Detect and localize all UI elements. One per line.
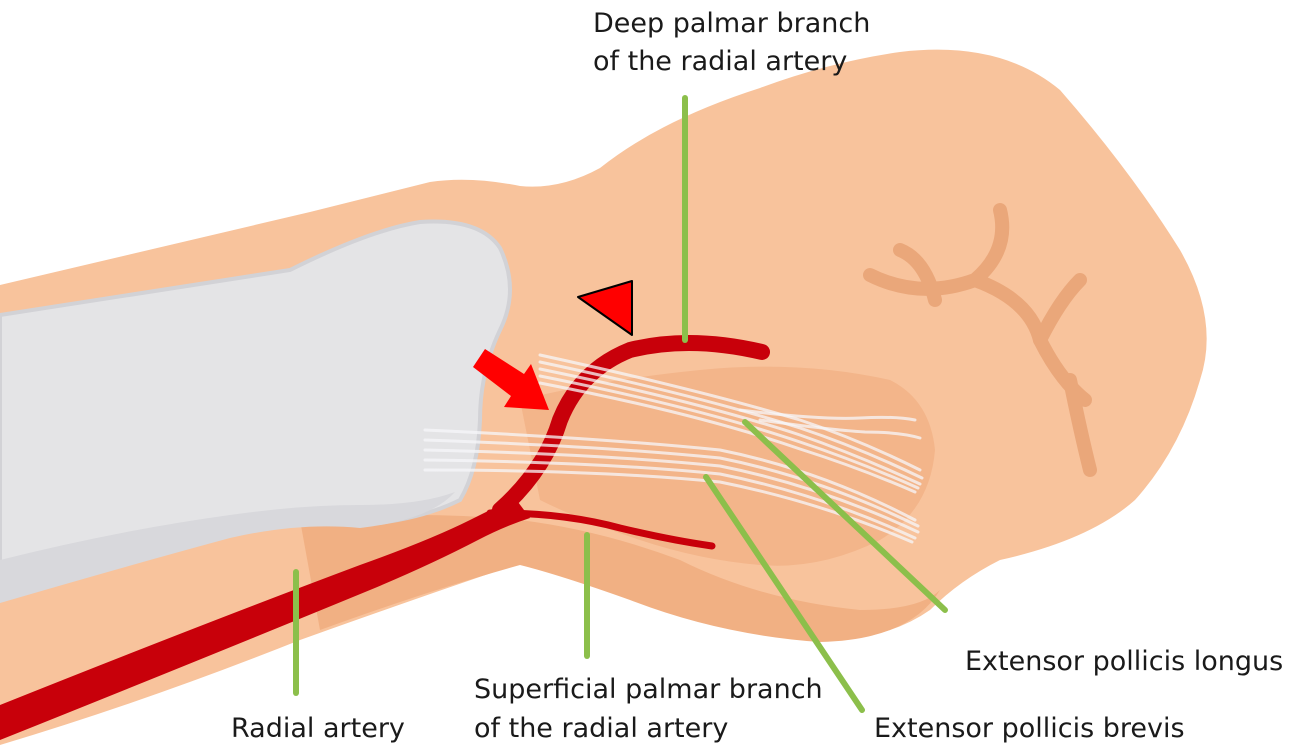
label-deep-palmar-line1: Deep palmar branch — [593, 8, 870, 39]
label-epb: Extensor pollicis brevis — [874, 713, 1185, 744]
label-superficial-line1: Superficial palmar branch — [474, 674, 823, 705]
label-epl: Extensor pollicis longus — [965, 646, 1283, 677]
label-deep-palmar-line2: of the radial artery — [593, 46, 847, 77]
label-superficial-line2: of the radial artery — [474, 713, 728, 744]
label-radial-artery: Radial artery — [231, 713, 405, 744]
